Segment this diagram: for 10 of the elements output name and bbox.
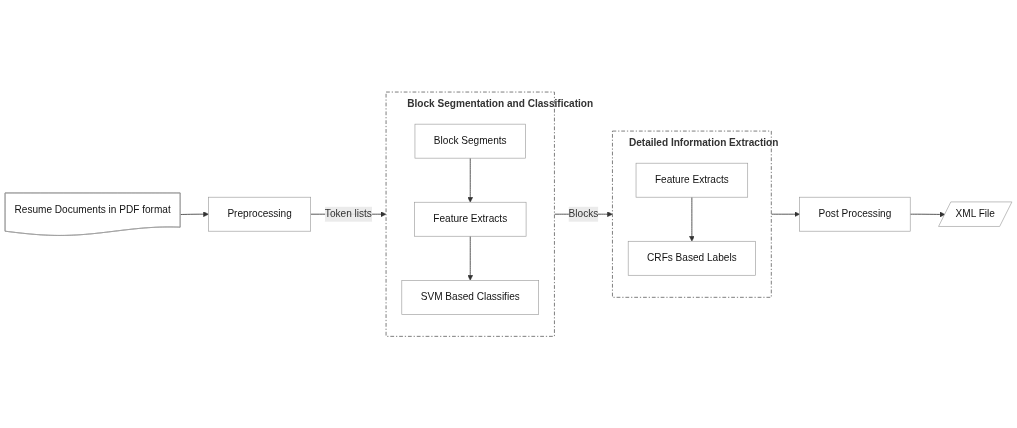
node-box: SVM Based Classifies — [401, 279, 539, 315]
edge-label: Token lists — [324, 208, 372, 220]
node-box: Feature Extracts — [635, 162, 749, 198]
edge-label: Blocks — [568, 208, 599, 220]
node-box: CRFs Based Labels — [627, 240, 756, 276]
node-box: Feature Extracts — [414, 201, 527, 237]
node-label: Block Segmentation and Classification — [407, 97, 594, 109]
node-box: Preprocessing — [208, 196, 311, 232]
node-box: Post Processing — [799, 196, 911, 232]
node-box: Block Segments — [414, 123, 526, 159]
